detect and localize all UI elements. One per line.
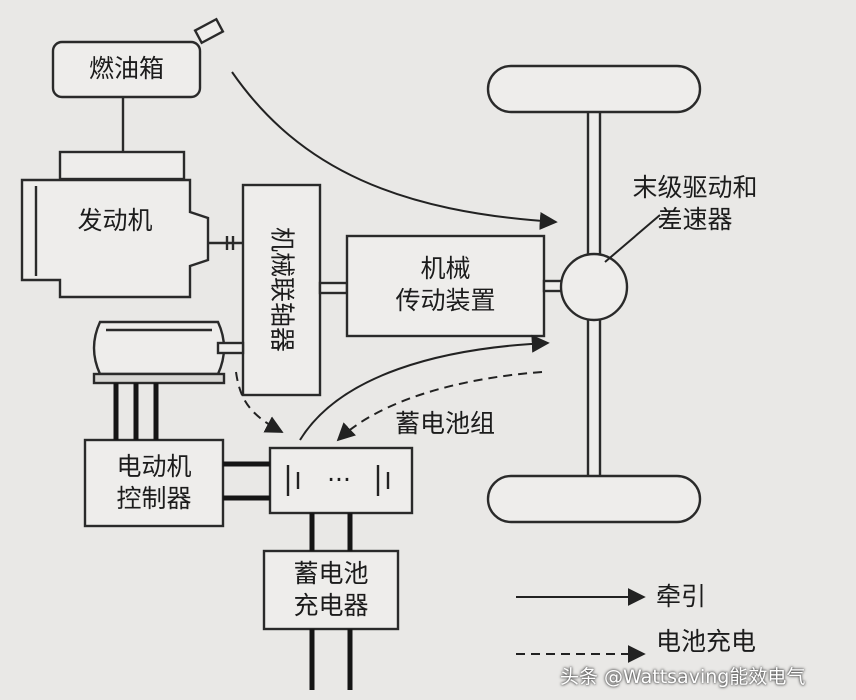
differential-circle bbox=[559, 252, 629, 322]
transmission-label: 机械 传动装置 bbox=[347, 253, 544, 317]
coupler-box bbox=[241, 183, 322, 397]
shaft bbox=[318, 281, 349, 295]
legend-traction-label: 牵引 bbox=[656, 582, 707, 611]
front-wheel bbox=[486, 64, 702, 114]
engine-label: 发动机 bbox=[77, 206, 153, 235]
shaft bbox=[216, 341, 245, 355]
charger-label: 蓄电池 充电器 bbox=[264, 558, 398, 622]
fuel-tank-label: 燃油箱 bbox=[88, 54, 164, 83]
fuel-cap-icon bbox=[193, 17, 225, 45]
motor-controller-label-line1: 电动机 bbox=[116, 452, 192, 481]
charging-arrow bbox=[336, 371, 543, 442]
charging-arrow bbox=[235, 371, 284, 433]
fuel-tank-box bbox=[51, 40, 202, 99]
transmission-label-line1: 机械 bbox=[420, 254, 471, 283]
watermark: 头条 @Wattsaving能效电气 bbox=[560, 666, 806, 688]
engine-box bbox=[20, 178, 210, 299]
motor-controller-label-line2: 控制器 bbox=[116, 484, 192, 513]
coupler-label: 机械联轴器 bbox=[267, 226, 297, 352]
rear-wheel bbox=[486, 474, 702, 524]
battery-pack-box bbox=[268, 446, 414, 515]
final-drive-label: 末级驱动和 差速器 bbox=[630, 172, 760, 236]
final-drive-label-line2: 差速器 bbox=[657, 205, 733, 234]
charger-box bbox=[262, 549, 400, 631]
charger-label-line2: 充电器 bbox=[293, 591, 369, 620]
transmission-label-line2: 传动装置 bbox=[395, 286, 496, 315]
transmission-box bbox=[345, 234, 546, 338]
engine-top-block bbox=[58, 150, 186, 181]
battery-cells-ellipsis: ··· bbox=[327, 465, 351, 494]
traction-arrow bbox=[299, 334, 550, 441]
battery-pack-label: 蓄电池组 bbox=[394, 409, 495, 438]
final-drive-label-line1: 末级驱动和 bbox=[632, 173, 758, 202]
charger-label-line1: 蓄电池 bbox=[293, 559, 369, 588]
legend-charging-label: 电池充电 bbox=[656, 627, 757, 656]
motor-controller-label: 电动机 控制器 bbox=[85, 451, 223, 515]
traction-arrow bbox=[231, 71, 558, 230]
